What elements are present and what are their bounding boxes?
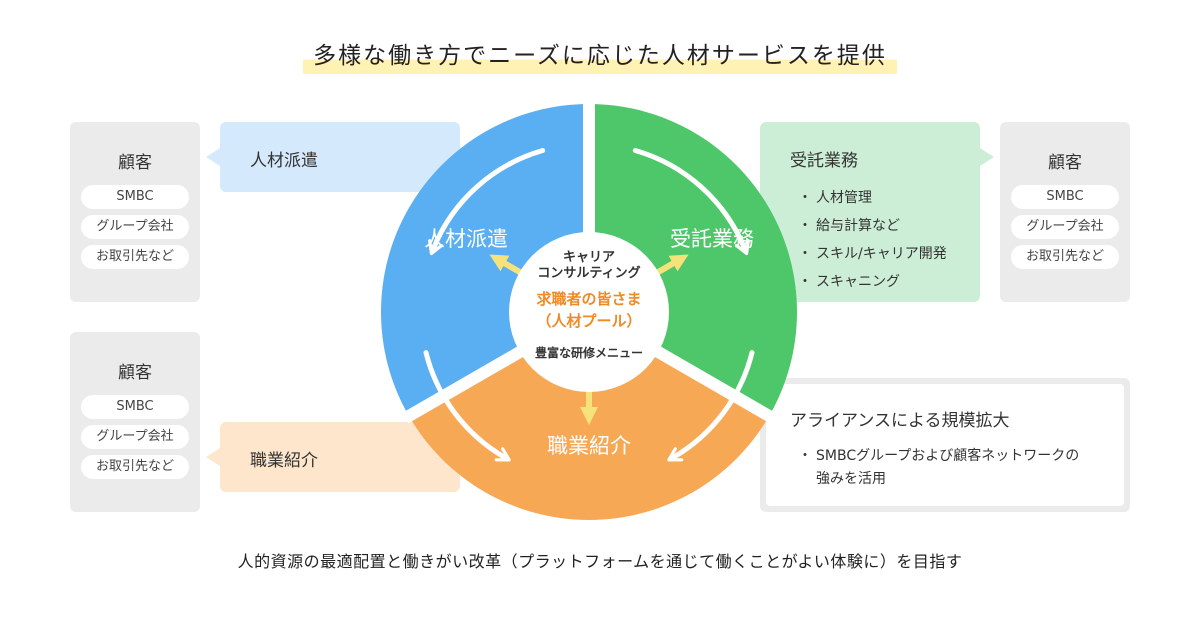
list-item: 人材管理 <box>798 187 980 207</box>
list-item: SMBCグループおよび顧客ネットワークの強みを活用 <box>798 445 1088 491</box>
callout-pointer <box>980 148 994 166</box>
callout-jutaku-list: 人材管理 給与計算など スキル/キャリア開発 スキャニング <box>790 187 980 291</box>
callout-alliance-title: アライアンスによる規模拡大 <box>790 411 1010 431</box>
segment-label-shokai: 職業紹介 <box>547 434 631 458</box>
segment-label-jutaku: 受託業務 <box>670 227 754 251</box>
callout-shokai: 職業紹介 <box>206 422 460 492</box>
inner-arrow-jutaku <box>653 254 689 277</box>
client-title: 顧客 <box>1048 153 1082 173</box>
callout-jutaku-title: 受託業務 <box>790 151 858 171</box>
client-pill: お取引先など <box>81 245 189 269</box>
callout-alliance-frame: アライアンスによる規模拡大 SMBCグループおよび顧客ネットワークの強みを活用 <box>760 378 1130 512</box>
client-box-bottom-left: 顧客 SMBC グループ会社 お取引先など <box>70 332 200 512</box>
list-item: スキル/キャリア開発 <box>798 243 980 263</box>
flow-arrow-left <box>423 350 511 462</box>
callout-pointer <box>206 448 220 466</box>
center-text-training: 豊富な研修メニュー <box>535 345 643 360</box>
client-box-top-right: 顧客 SMBC グループ会社 お取引先など <box>1000 122 1130 302</box>
center-text-career-1: キャリア <box>563 250 615 265</box>
client-pill: SMBC <box>1011 185 1119 209</box>
client-pill: グループ会社 <box>81 215 189 239</box>
callout-haken-label: 人材派遣 <box>250 151 318 171</box>
flow-arrow-top-right <box>632 148 750 256</box>
callout-jutaku: 受託業務 人材管理 給与計算など スキル/キャリア開発 スキャニング <box>760 122 994 302</box>
center-text-career-2: コンサルティング <box>537 265 640 281</box>
callout-pointer <box>206 148 220 166</box>
client-pill: SMBC <box>81 185 189 209</box>
center-text-main-1: 求職者の皆さま <box>536 290 641 308</box>
client-title: 顧客 <box>118 153 152 173</box>
page-title: 多様な働き方でニーズに応じた人材サービスを提供 <box>303 36 897 74</box>
list-item: スキャニング <box>798 271 980 291</box>
list-item: 給与計算など <box>798 215 980 235</box>
client-pill: お取引先など <box>1011 245 1119 269</box>
flow-arrow-top <box>428 148 546 256</box>
footer-text: 人的資源の最適配置と働きがい改革（プラットフォームを通じて働くことがよい体験に）… <box>237 552 963 571</box>
callout-shokai-label: 職業紹介 <box>250 451 318 471</box>
callout-alliance: アライアンスによる規模拡大 SMBCグループおよび顧客ネットワークの強みを活用 <box>766 384 1124 506</box>
center-circle <box>509 232 669 392</box>
client-pill: お取引先など <box>81 455 189 479</box>
client-pill: グループ会社 <box>1011 215 1119 239</box>
inner-arrow-haken <box>489 254 525 277</box>
title-wrap: 多様な働き方でニーズに応じた人材サービスを提供 <box>0 36 1200 74</box>
client-pill: SMBC <box>81 395 189 419</box>
client-title: 顧客 <box>118 363 152 383</box>
segment-label-haken: 人材派遣 <box>424 227 508 251</box>
callout-haken: 人材派遣 <box>206 122 460 192</box>
center-text-main-2: （人材プール） <box>536 312 641 330</box>
flow-arrow-right <box>667 350 755 462</box>
client-pill: グループ会社 <box>81 425 189 449</box>
client-box-top-left: 顧客 SMBC グループ会社 お取引先など <box>70 122 200 302</box>
callout-alliance-list: SMBCグループおよび顧客ネットワークの強みを活用 <box>790 445 1088 491</box>
